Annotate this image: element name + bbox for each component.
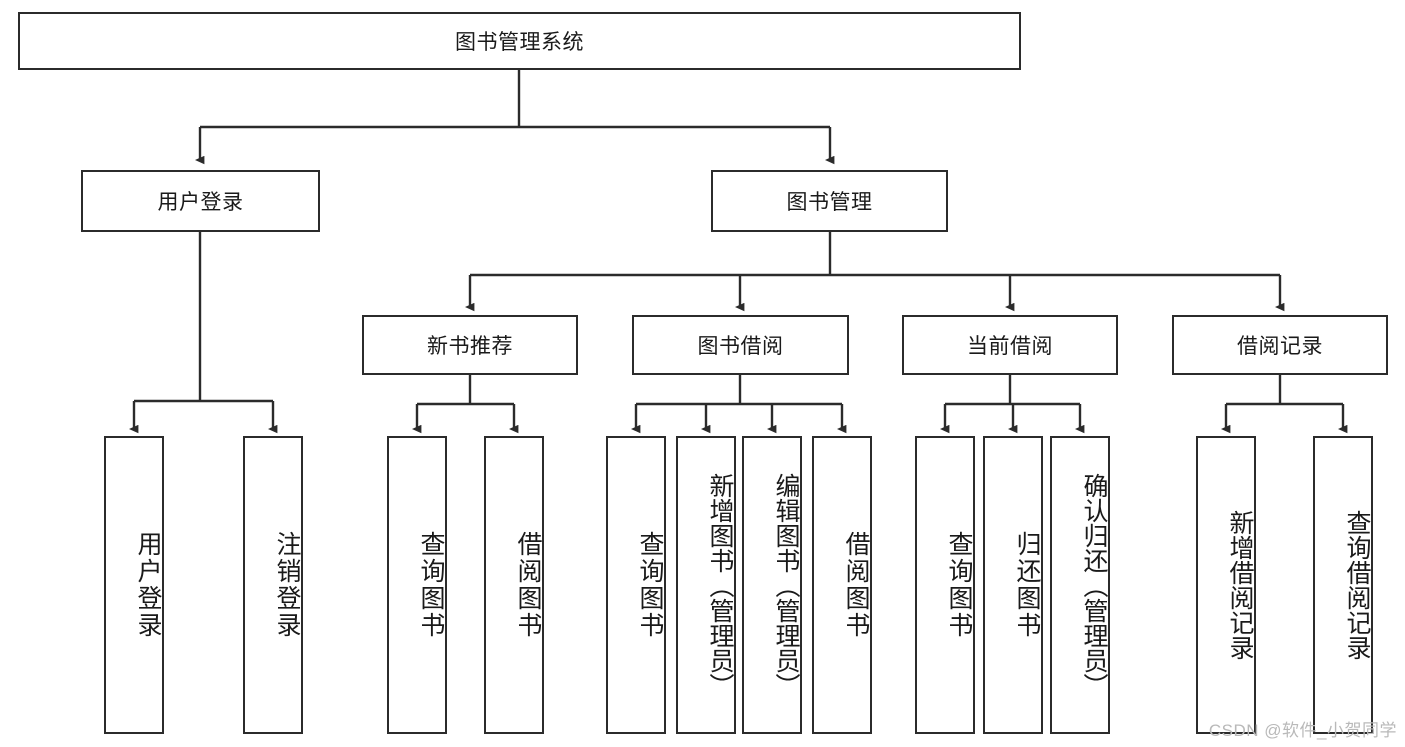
node-book-borrow[interactable]: 图书借阅 — [632, 315, 849, 375]
leaf-current-borrow-return-book[interactable]: 归还图书 — [983, 436, 1043, 734]
leaf-new-book-query-book[interactable]: 查询图书 — [387, 436, 447, 734]
watermark: CSDN @软件_小贺同学 — [1208, 721, 1397, 740]
node-borrow-record[interactable]: 借阅记录 — [1172, 315, 1388, 375]
node-user-login[interactable]: 用户登录 — [81, 170, 320, 232]
leaf-borrow-record-query-record[interactable]: 查询借阅记录 — [1313, 436, 1373, 734]
leaf-book-borrow-borrow-book[interactable]: 借阅图书 — [812, 436, 872, 734]
leaf-book-borrow-add-book-admin[interactable]: 新增图书（管理员） — [676, 436, 736, 734]
leaf-borrow-record-add-record[interactable]: 新增借阅记录 — [1196, 436, 1256, 734]
leaf-book-borrow-query-book[interactable]: 查询图书 — [606, 436, 666, 734]
leaf-new-book-borrow-book[interactable]: 借阅图书 — [484, 436, 544, 734]
leaf-user-login-logout[interactable]: 注销登录 — [243, 436, 303, 734]
leaf-current-borrow-query-book[interactable]: 查询图书 — [915, 436, 975, 734]
leaf-book-borrow-edit-book-admin[interactable]: 编辑图书（管理员） — [742, 436, 802, 734]
node-new-book-recommend[interactable]: 新书推荐 — [362, 315, 578, 375]
leaf-current-borrow-confirm-return-admin[interactable]: 确认归还（管理员） — [1050, 436, 1110, 734]
node-book-management[interactable]: 图书管理 — [711, 170, 948, 232]
leaf-user-login-login[interactable]: 用户登录 — [104, 436, 164, 734]
node-current-borrow[interactable]: 当前借阅 — [902, 315, 1118, 375]
node-root-book-management-system[interactable]: 图书管理系统 — [18, 12, 1021, 70]
